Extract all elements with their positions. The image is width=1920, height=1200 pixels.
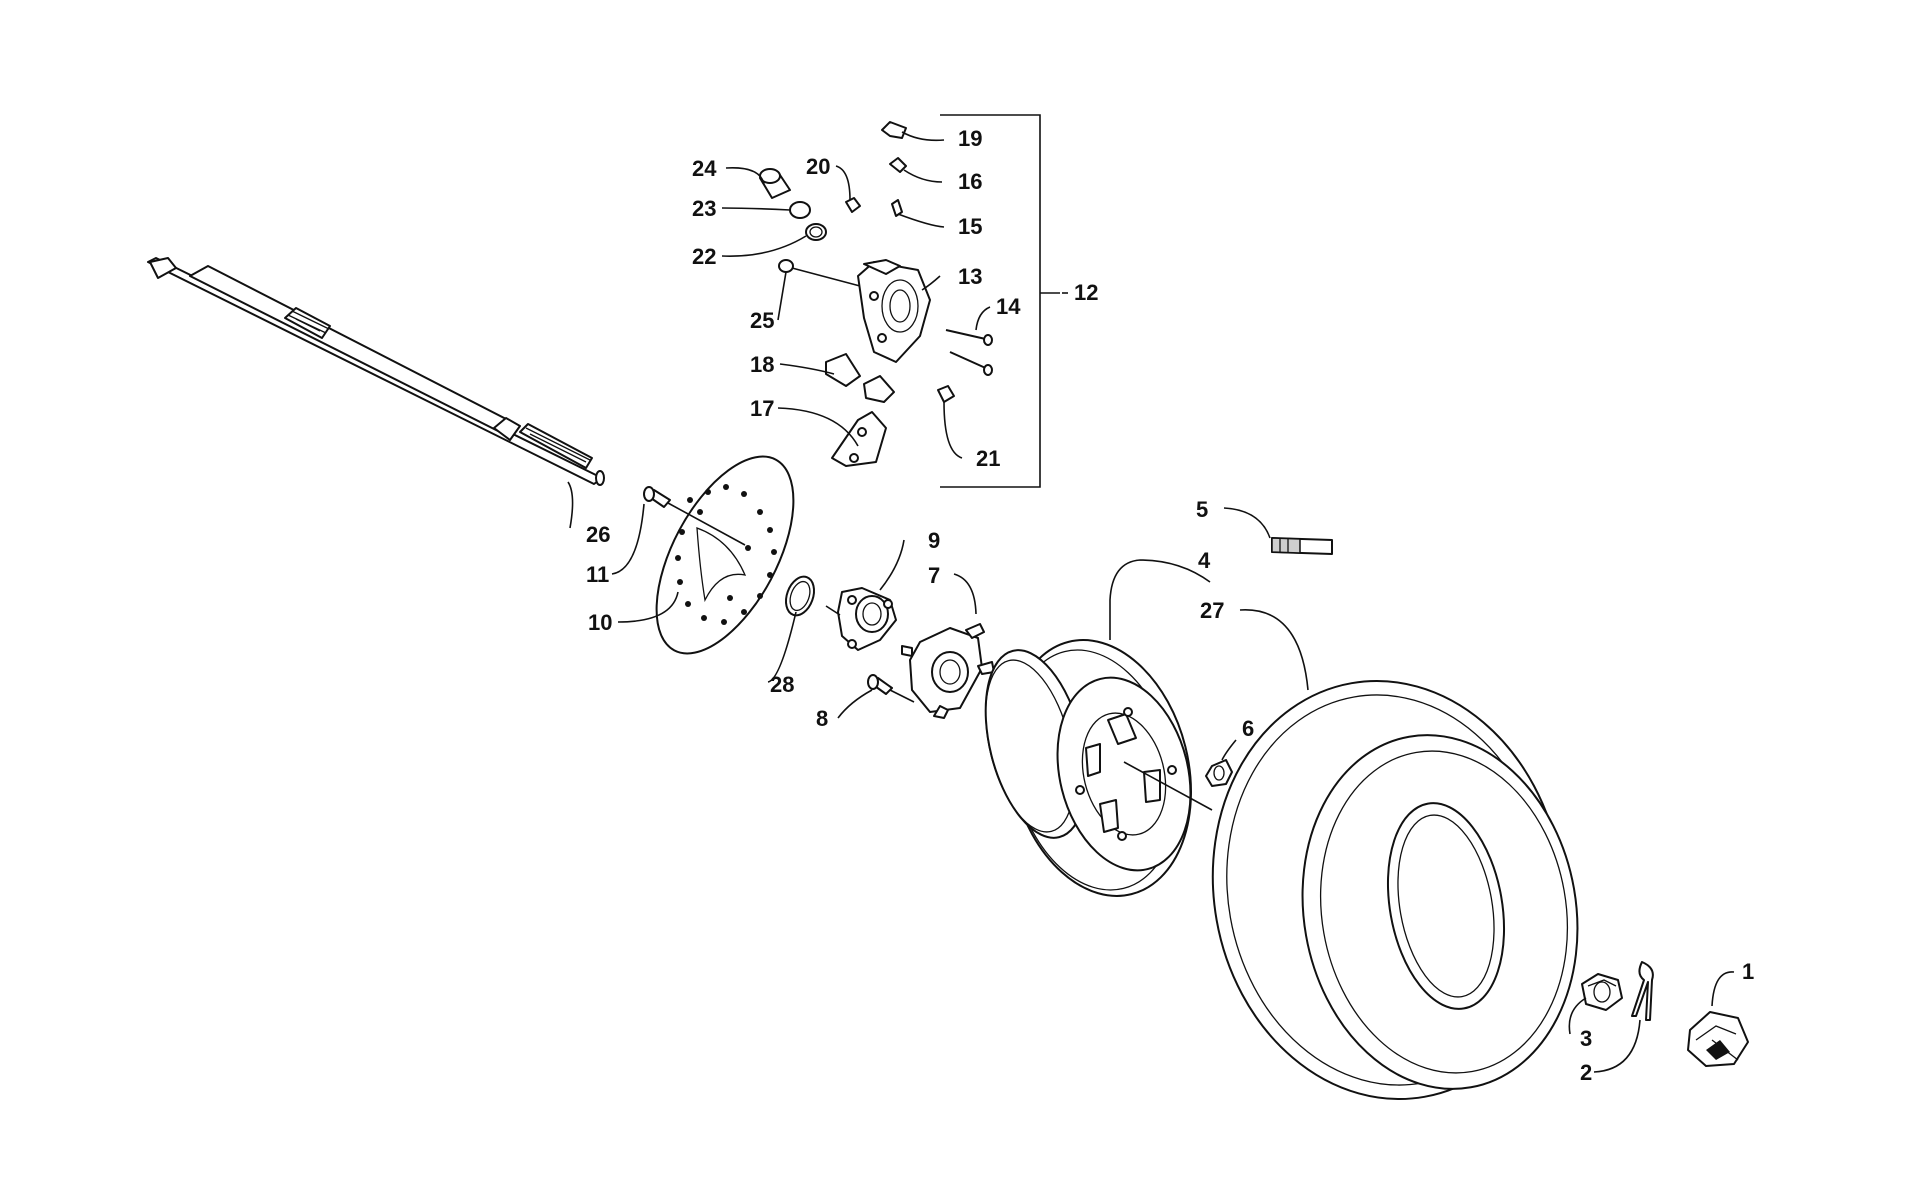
callout-7: 7: [928, 563, 940, 588]
brake-disc: [655, 455, 795, 655]
wheel-hub: [901, 623, 995, 719]
callout-10: 10: [588, 610, 612, 635]
callout-12: 12: [1074, 280, 1098, 305]
callout-13: 13: [958, 264, 982, 289]
callout-1: 1: [1742, 959, 1754, 984]
leader-lines: [567, 131, 1735, 1073]
callout-25: 25: [750, 308, 774, 333]
callout-2: 2: [1580, 1060, 1592, 1085]
hub-carrier: [825, 587, 897, 651]
callout-20: 20: [806, 154, 830, 179]
axle-shaft: [147, 257, 605, 486]
tire: [1211, 679, 1579, 1101]
callout-9: 9: [928, 528, 940, 553]
valve-stem: [1271, 537, 1333, 555]
callout-19: 19: [958, 126, 982, 151]
callout-11: 11: [586, 562, 609, 587]
callout-16: 16: [958, 169, 982, 194]
cotter-pin: [1631, 961, 1654, 1021]
hub-bolt: [867, 674, 915, 703]
callout-3: 3: [1580, 1026, 1592, 1051]
callout-26: 26: [586, 522, 610, 547]
brake-caliper-group: [759, 114, 1060, 488]
callout-8: 8: [816, 706, 828, 731]
callout-14: 14: [996, 294, 1021, 319]
callout-21: 21: [976, 446, 1000, 471]
callout-18: 18: [750, 352, 774, 377]
hub-cap: [1687, 1011, 1749, 1067]
lug-nut: [1205, 759, 1233, 787]
callout-23: 23: [692, 196, 716, 221]
callout-22: 22: [692, 244, 716, 269]
callout-27: 27: [1200, 598, 1224, 623]
callout-labels: 1 2 3 4 5 6 7 8 9 10 11 12 13 14 15 16 1…: [586, 126, 1754, 1085]
callout-28: 28: [770, 672, 794, 697]
callout-24: 24: [692, 156, 717, 181]
callout-5: 5: [1196, 497, 1208, 522]
callout-15: 15: [958, 214, 982, 239]
callout-4: 4: [1198, 548, 1211, 573]
hub-seal-ring: [784, 575, 816, 617]
disc-bolt: [643, 486, 746, 546]
wheel-rim: [984, 639, 1213, 897]
callout-17: 17: [750, 396, 774, 421]
axle-nut: [1581, 973, 1623, 1011]
callout-6: 6: [1242, 716, 1254, 741]
